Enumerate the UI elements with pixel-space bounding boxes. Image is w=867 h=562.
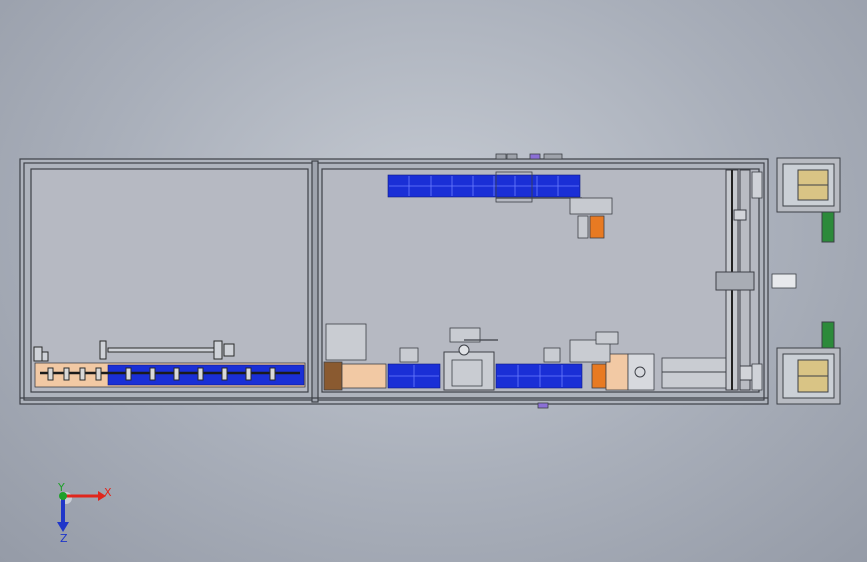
top-brackets [495, 153, 563, 409]
upper-conveyor [387, 171, 613, 239]
side-fixtures [751, 171, 797, 391]
coordinate-triad: X Y Z [57, 481, 112, 545]
external-unit-top [776, 157, 841, 243]
lower-conveyor [323, 323, 729, 391]
left-conveyor [33, 340, 306, 388]
y-axis-label: Y [57, 481, 65, 494]
x-axis-label: X [104, 486, 112, 499]
external-unit-bottom [776, 321, 841, 405]
vertical-column [715, 169, 755, 391]
z-axis-label: Z [60, 532, 68, 545]
